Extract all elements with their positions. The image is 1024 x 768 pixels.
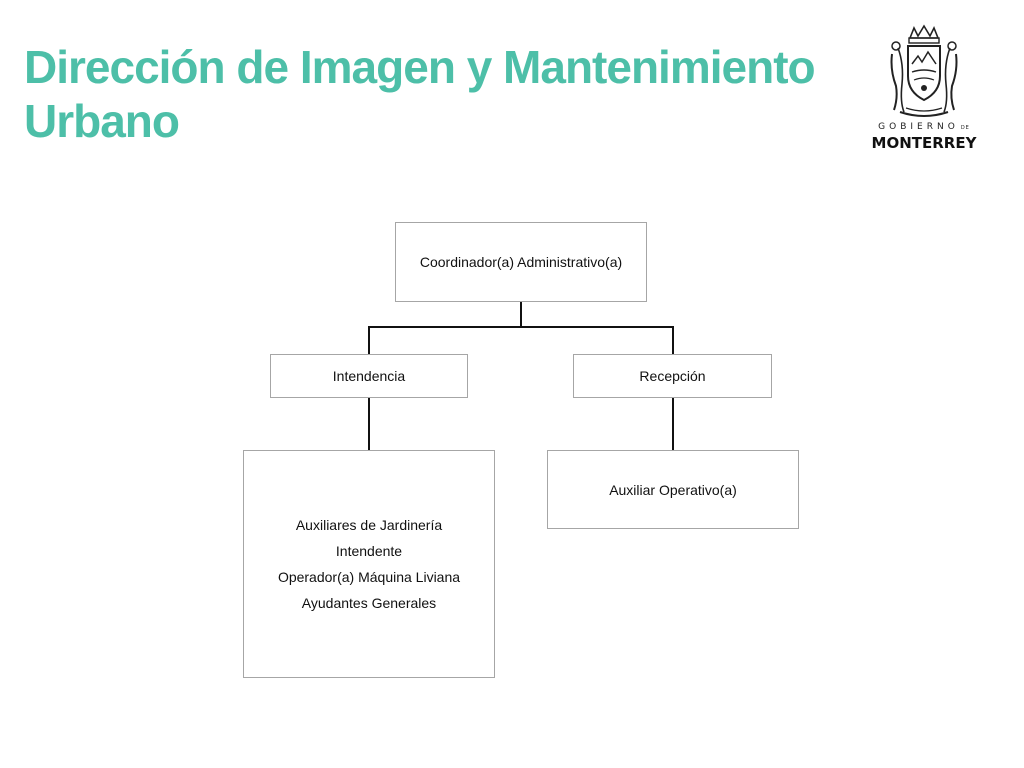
logo-de-word: DE [960, 125, 970, 131]
connector-to-intendencia [368, 326, 370, 355]
coat-of-arms-icon [890, 24, 958, 117]
node-coordinador-label: Coordinador(a) Administrativo(a) [419, 254, 623, 270]
node-auxiliar-operativo: Auxiliar Operativo(a) [547, 450, 799, 529]
node-intendencia-label: Intendencia [332, 368, 406, 384]
node-intendencia: Intendencia [270, 354, 468, 398]
page-title-line-1: Dirección de Imagen y Mantenimiento [24, 41, 816, 93]
staff-item-ayudantes: Ayudantes Generales [301, 595, 437, 611]
logo-gobierno-word: GOBIERNO [878, 122, 959, 132]
connector-horizontal [368, 326, 674, 328]
staff-item-intendente: Intendente [335, 543, 403, 559]
staff-item-operador: Operador(a) Máquina Liviana [277, 569, 461, 585]
node-recepcion-label: Recepción [639, 368, 706, 384]
connector-recepcion-down [672, 398, 674, 450]
node-coordinador: Coordinador(a) Administrativo(a) [395, 222, 647, 302]
page-title-line-2: Urbano [24, 95, 180, 147]
page-title: Dirección de Imagen y Mantenimiento Urba… [24, 40, 864, 148]
connector-to-recepcion [672, 326, 674, 355]
connector-root-down [520, 302, 522, 328]
node-recepcion: Recepción [573, 354, 772, 398]
connector-intendencia-down [368, 398, 370, 450]
node-intendencia-staff: Auxiliares de Jardinería Intendente Oper… [243, 450, 495, 678]
logo-monterrey-text: MONTERREY [871, 134, 977, 152]
staff-item-jardineria: Auxiliares de Jardinería [295, 517, 443, 533]
node-auxiliar-operativo-label: Auxiliar Operativo(a) [609, 481, 737, 498]
